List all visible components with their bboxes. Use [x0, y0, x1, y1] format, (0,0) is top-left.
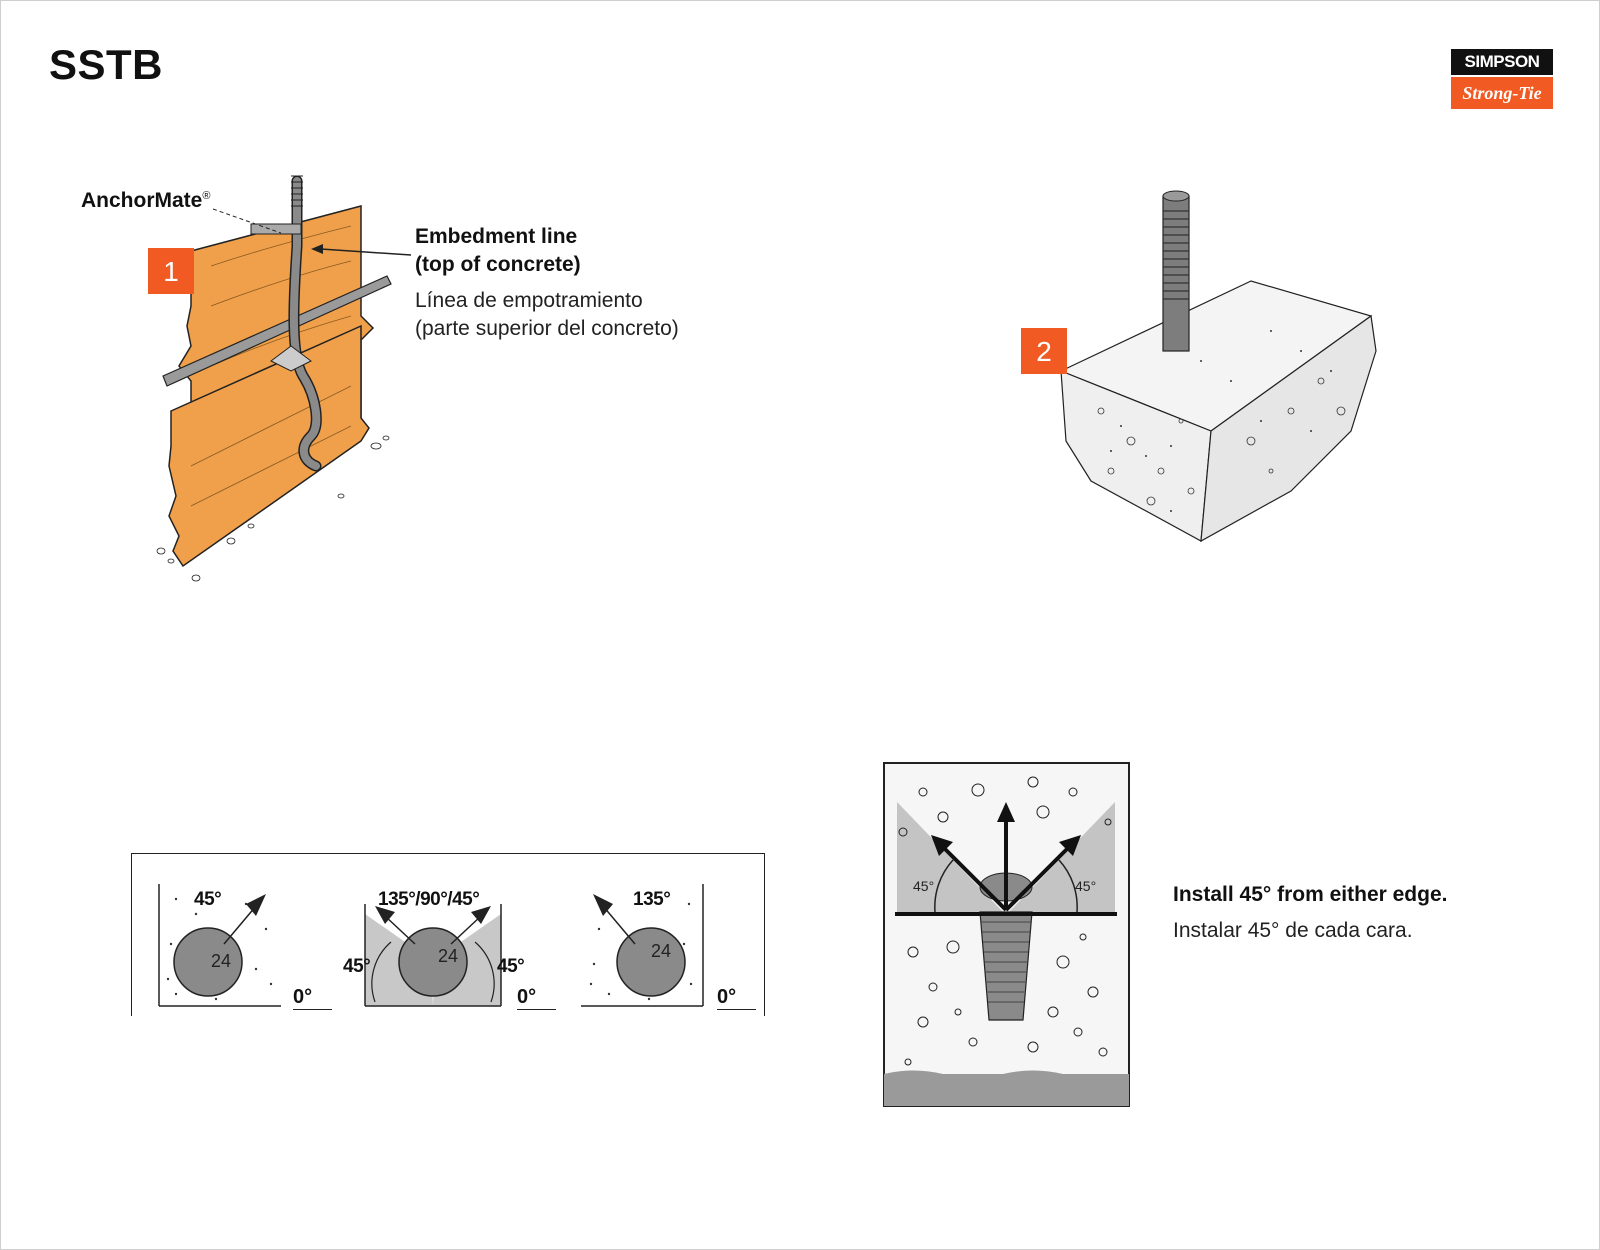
embedment-es-line2: (parte superior del concreto)	[415, 317, 679, 340]
step-1-badge: 1	[148, 248, 194, 294]
concrete-right-face	[1200, 314, 1377, 543]
leader-lines	[212, 208, 412, 256]
panel2-right-angle: 45°	[497, 956, 525, 977]
wood-form-illustration	[156, 175, 392, 582]
logo-simpson-text: SIMPSON	[1451, 49, 1553, 75]
anchormate-bracket	[250, 223, 302, 235]
install-right-angle: 45°	[1075, 878, 1097, 894]
orientation-panel-135	[581, 884, 704, 1007]
panel3-stamp: 24	[651, 941, 672, 961]
concrete-left-face	[1060, 370, 1212, 542]
anchormate-label-text: AnchorMate	[81, 189, 203, 212]
bolt-cone	[979, 911, 1033, 1021]
panel1-stamp: 24	[211, 951, 232, 971]
anchormate-label: AnchorMate®	[81, 189, 210, 213]
embedment-line-label: Embedment line (top of concrete) Línea d…	[415, 223, 679, 343]
install-45-diagram	[883, 762, 1130, 1107]
page-title: SSTB	[49, 41, 164, 88]
form-crossbar	[162, 275, 392, 387]
embedment-en-line1: Embedment line	[415, 225, 578, 248]
logo-strongtie-text: Strong-Tie	[1451, 77, 1553, 109]
install-left-angle: 45°	[913, 878, 935, 894]
concrete-block-illustration	[1059, 190, 1377, 543]
orientation-diagrams	[131, 853, 765, 1016]
anchor-bolt-stub	[1162, 195, 1190, 352]
panel3-zero-label: 0°	[717, 986, 757, 1010]
panel1-zero-label: 0°	[293, 986, 333, 1010]
registered-mark: ®	[202, 190, 211, 202]
install-text-es: Instalar 45° de cada cara.	[1173, 919, 1413, 942]
embedment-en-line2: (top of concrete)	[415, 253, 581, 276]
install-text-en: Install 45° from either edge.	[1173, 883, 1448, 906]
install-instructions: Install 45° from either edge. Instalar 4…	[1173, 881, 1447, 945]
embedment-es-line1: Línea de empotramiento	[415, 289, 643, 312]
panel2-angle-label: 135°/90°/45°	[378, 889, 480, 910]
panel2-stamp: 24	[438, 946, 459, 966]
orientation-panel-45	[158, 884, 281, 1007]
panel2-zero-label: 0°	[517, 986, 557, 1010]
panel1-angle-label: 45°	[194, 889, 222, 910]
orientation-panel-135-90-45	[364, 904, 502, 1007]
bolt-holder	[270, 345, 312, 372]
step-2-badge: 2	[1021, 328, 1067, 374]
simpson-strong-tie-logo: SIMPSON Strong-Tie	[1451, 49, 1553, 109]
wood-form-board-lower	[168, 324, 370, 568]
panel2-left-angle: 45°	[343, 956, 371, 977]
panel3-angle-label: 135°	[633, 889, 671, 910]
